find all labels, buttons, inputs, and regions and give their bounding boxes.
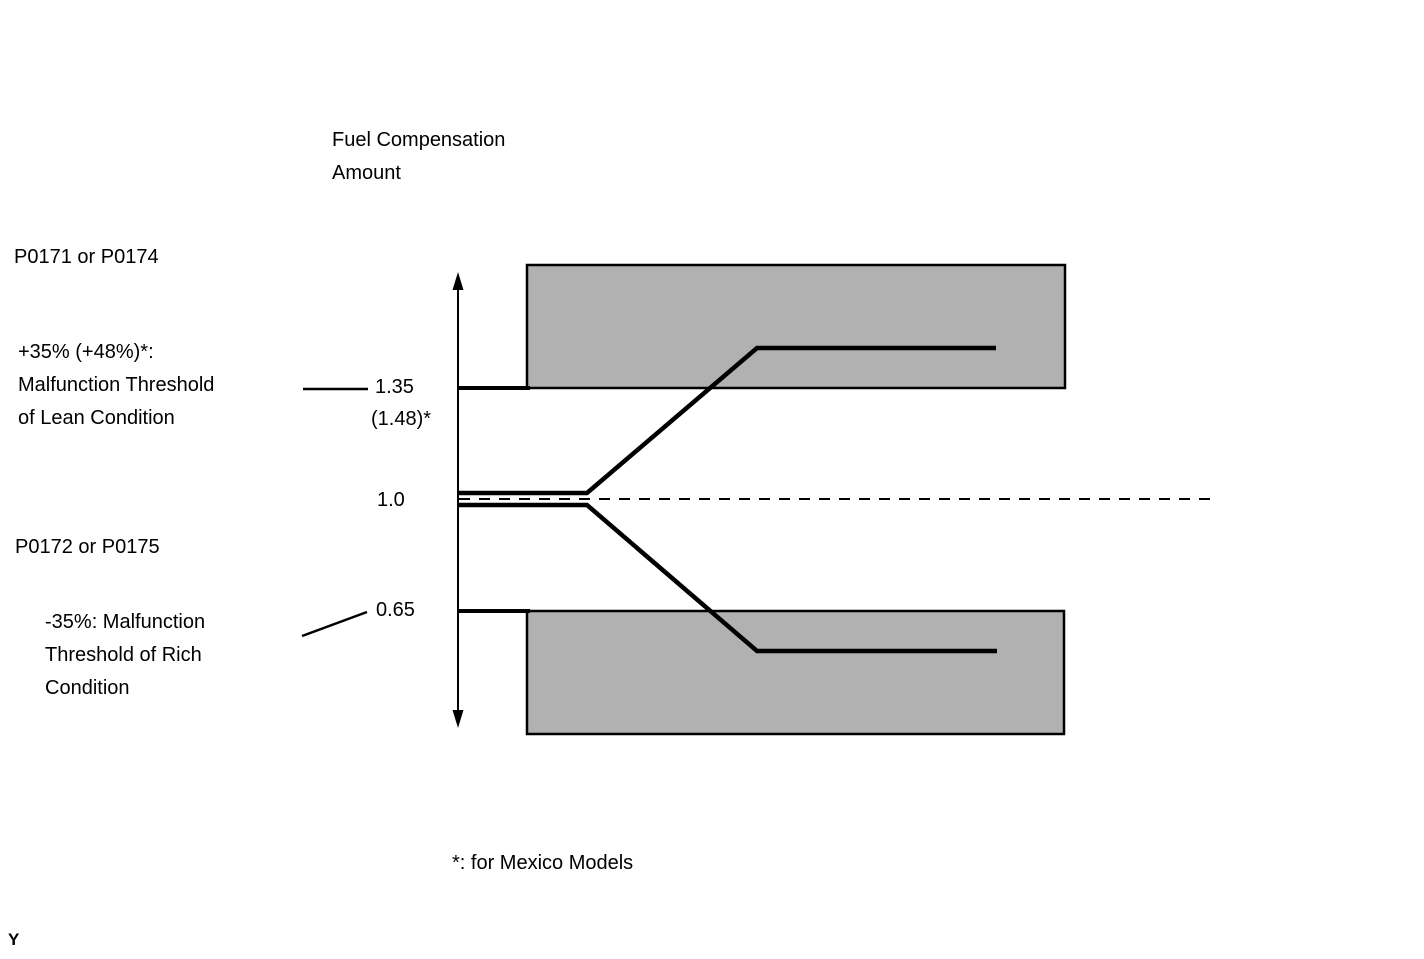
rich-dtc-codes-label: P0172 or P0175 <box>15 536 160 558</box>
rich-compensation-curve <box>459 502 997 654</box>
lean-dtc-codes-label: P0171 or P0174 <box>14 246 159 268</box>
lean-threshold-value: 1.35 <box>375 376 414 398</box>
axis-arrow-up-icon <box>452 272 464 290</box>
rich-label-pointer-line <box>301 610 368 638</box>
mexico-footnote: *: for Mexico Models <box>452 852 634 874</box>
rich-threshold-value: 0.65 <box>376 599 415 621</box>
page-marker: Y <box>8 930 20 949</box>
lower-malfunction-zone <box>525 609 1066 736</box>
chart-title: Fuel Compensation Amount <box>332 129 506 184</box>
nominal-value-label: 1.0 <box>377 489 405 511</box>
upper-malfunction-zone <box>525 263 1067 390</box>
lean-threshold-label: +35% (+48%)*: Malfunction Threshold of L… <box>18 341 215 429</box>
axis-arrow-down-icon <box>452 710 464 728</box>
lean-compensation-curve <box>459 345 996 496</box>
lean-threshold-value-mexico: (1.48)* <box>371 408 432 430</box>
rich-threshold-label: -35%: Malfunction Threshold of Rich Cond… <box>45 611 206 699</box>
